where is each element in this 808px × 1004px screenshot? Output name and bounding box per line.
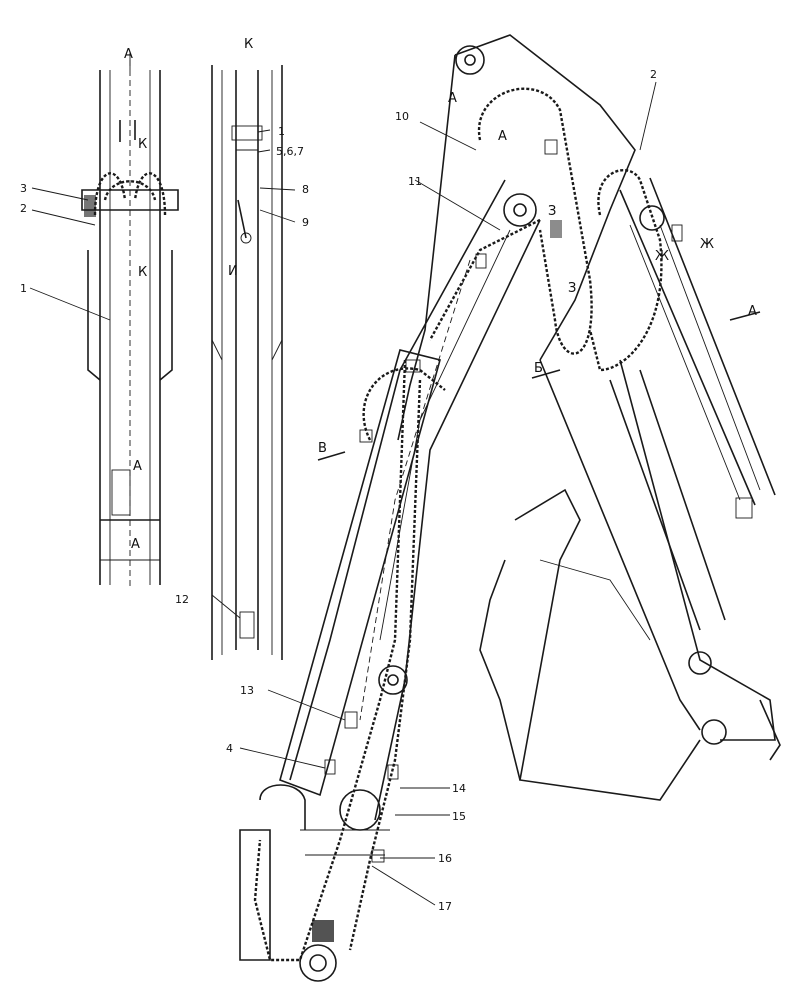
view-k-middle	[211, 65, 283, 660]
label-4: 4	[226, 742, 233, 755]
label-v-arrow: В	[318, 441, 327, 456]
label-1-left: 1	[20, 282, 27, 295]
leader-lines	[29, 52, 761, 906]
label-8: 8	[302, 183, 309, 196]
main-view-right	[239, 34, 781, 982]
label-9: 9	[302, 216, 309, 229]
labels: A К 3 2 1 К К А А 1 5,6,7 8 9 И 12 10 А …	[20, 37, 757, 913]
label-2-left: 2	[20, 202, 27, 215]
label-a-bottom-left: А	[131, 537, 140, 552]
label-12: 12	[175, 593, 189, 606]
label-k-lower: К	[138, 265, 147, 280]
label-13: 13	[240, 684, 254, 697]
label-k-upper: К	[138, 137, 147, 152]
label-zh-2: Ж	[655, 249, 669, 264]
label-a-mid-left: А	[133, 459, 142, 474]
label-a-boom-second: А	[498, 129, 507, 144]
label-11: 11	[408, 175, 422, 188]
label-b-arrow: Б	[534, 361, 543, 376]
label-14: 14	[452, 782, 466, 795]
label-17: 17	[438, 900, 452, 913]
label-3: 3	[20, 182, 27, 195]
label-z-2: З	[568, 281, 576, 296]
label-zh-1: Ж	[700, 237, 714, 252]
label-15: 15	[452, 810, 466, 823]
label-16: 16	[438, 852, 452, 865]
label-2-right: 2	[650, 68, 657, 81]
label-i: И	[228, 264, 238, 279]
label-1-mid: 1	[278, 125, 285, 138]
label-z-1: З	[548, 204, 556, 219]
label-view-k-top: К	[244, 37, 253, 52]
label-a-right-arrow: А	[748, 304, 757, 319]
view-a-left	[81, 60, 179, 590]
label-5-6-7: 5,6,7	[276, 145, 304, 158]
label-a-boom-top: А	[448, 91, 457, 106]
label-view-a-top: A	[124, 47, 133, 62]
label-10: 10	[395, 110, 409, 123]
